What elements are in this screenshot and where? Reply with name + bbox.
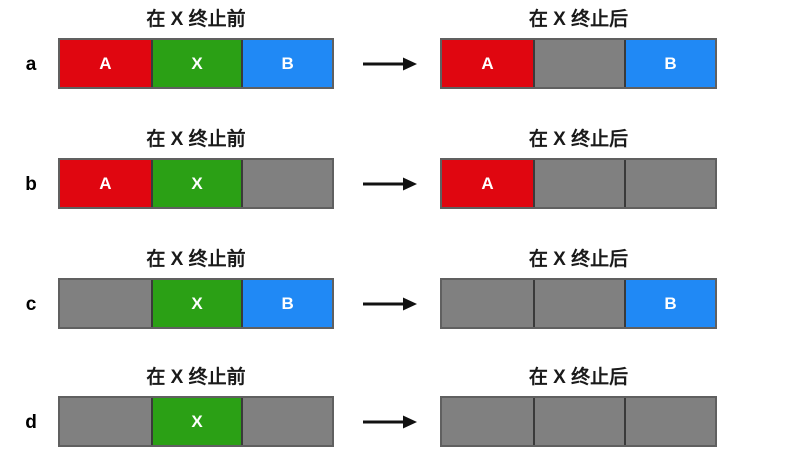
transition-arrow-icon xyxy=(363,296,417,312)
column-title-before-row-c: 在 X 终止前 xyxy=(146,249,246,270)
diagram-row-d: d 在 X 终止前 在 X 终止后 X xyxy=(0,358,789,474)
row-label-c: c xyxy=(25,294,37,315)
memory-segment-free xyxy=(60,280,151,327)
memory-bar-before-row-3: X xyxy=(58,396,334,447)
memory-segment-x: X xyxy=(150,160,242,207)
memory-segment-free xyxy=(442,398,533,445)
column-title-after-row-d: 在 X 终止后 xyxy=(528,367,629,388)
memory-segment-free xyxy=(624,398,715,445)
memory-segment-free xyxy=(533,40,624,87)
row-label-b: b xyxy=(25,174,37,195)
memory-segment-b: B xyxy=(624,280,715,327)
transition-arrow-icon xyxy=(363,176,417,192)
memory-segment-free xyxy=(533,160,624,207)
memory-bar-after-row-2: B xyxy=(440,278,717,329)
memory-segment-b: B xyxy=(624,40,715,87)
memory-bar-after-row-3 xyxy=(440,396,717,447)
memory-segment-a: A xyxy=(442,160,533,207)
memory-segment-free xyxy=(241,398,333,445)
column-title-after-row-b: 在 X 终止后 xyxy=(528,129,629,150)
transition-arrow-icon xyxy=(363,414,417,430)
memory-segment-b: B xyxy=(241,40,333,87)
memory-segment-a: A xyxy=(60,40,151,87)
column-title-after-row-a: 在 X 终止后 xyxy=(528,9,629,30)
memory-segment-x: X xyxy=(150,398,242,445)
memory-segment-free xyxy=(533,398,624,445)
column-title-after-row-c: 在 X 终止后 xyxy=(528,249,629,270)
memory-segment-x: X xyxy=(150,40,242,87)
memory-segment-x: X xyxy=(150,280,242,327)
memory-segment-free xyxy=(241,160,333,207)
memory-segment-free xyxy=(533,280,624,327)
column-title-before-row-b: 在 X 终止前 xyxy=(146,129,246,150)
memory-bar-after-row-1: A xyxy=(440,158,717,209)
memory-segment-free xyxy=(60,398,151,445)
memory-segment-free xyxy=(442,280,533,327)
transition-arrow-icon xyxy=(363,56,417,72)
column-title-before-row-d: 在 X 终止前 xyxy=(146,367,246,388)
memory-segment-a: A xyxy=(60,160,151,207)
memory-segment-b: B xyxy=(241,280,333,327)
row-label-d: d xyxy=(25,412,37,433)
column-title-before-row-a: 在 X 终止前 xyxy=(146,9,246,30)
row-label-a: a xyxy=(25,54,37,75)
memory-segment-free xyxy=(624,160,715,207)
memory-segment-a: A xyxy=(442,40,533,87)
